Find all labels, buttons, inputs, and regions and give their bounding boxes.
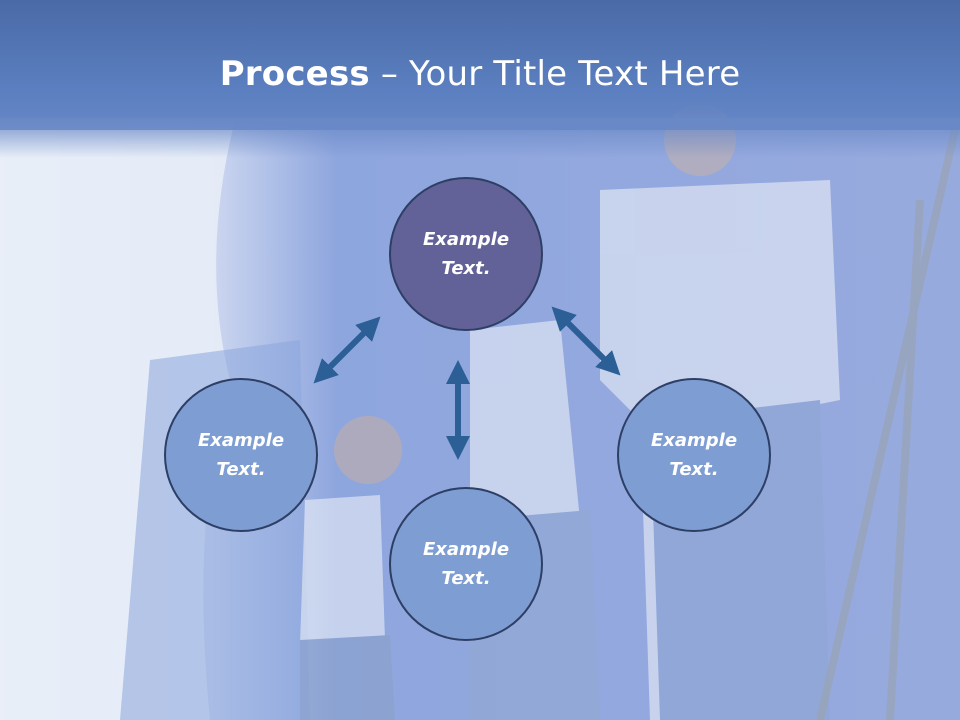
node-bottom-label: Example Text. bbox=[422, 539, 510, 589]
header-band bbox=[0, 0, 960, 130]
title-bold: Process bbox=[219, 54, 370, 94]
node-left-label: Example Text. bbox=[197, 430, 285, 480]
header-fade bbox=[0, 118, 960, 158]
node-bottom[interactable]: Example Text. bbox=[389, 487, 543, 641]
arrow-center-left bbox=[313, 316, 381, 384]
title-rest: – Your Title Text Here bbox=[369, 54, 741, 94]
slide-title: Process – Your Title Text Here bbox=[0, 54, 960, 94]
arrow-center-right bbox=[551, 306, 621, 376]
node-left[interactable]: Example Text. bbox=[164, 378, 318, 532]
node-center-label: Example Text. bbox=[422, 229, 510, 279]
node-right-label: Example Text. bbox=[650, 430, 738, 480]
node-right[interactable]: Example Text. bbox=[617, 378, 771, 532]
node-center[interactable]: Example Text. bbox=[389, 177, 543, 331]
